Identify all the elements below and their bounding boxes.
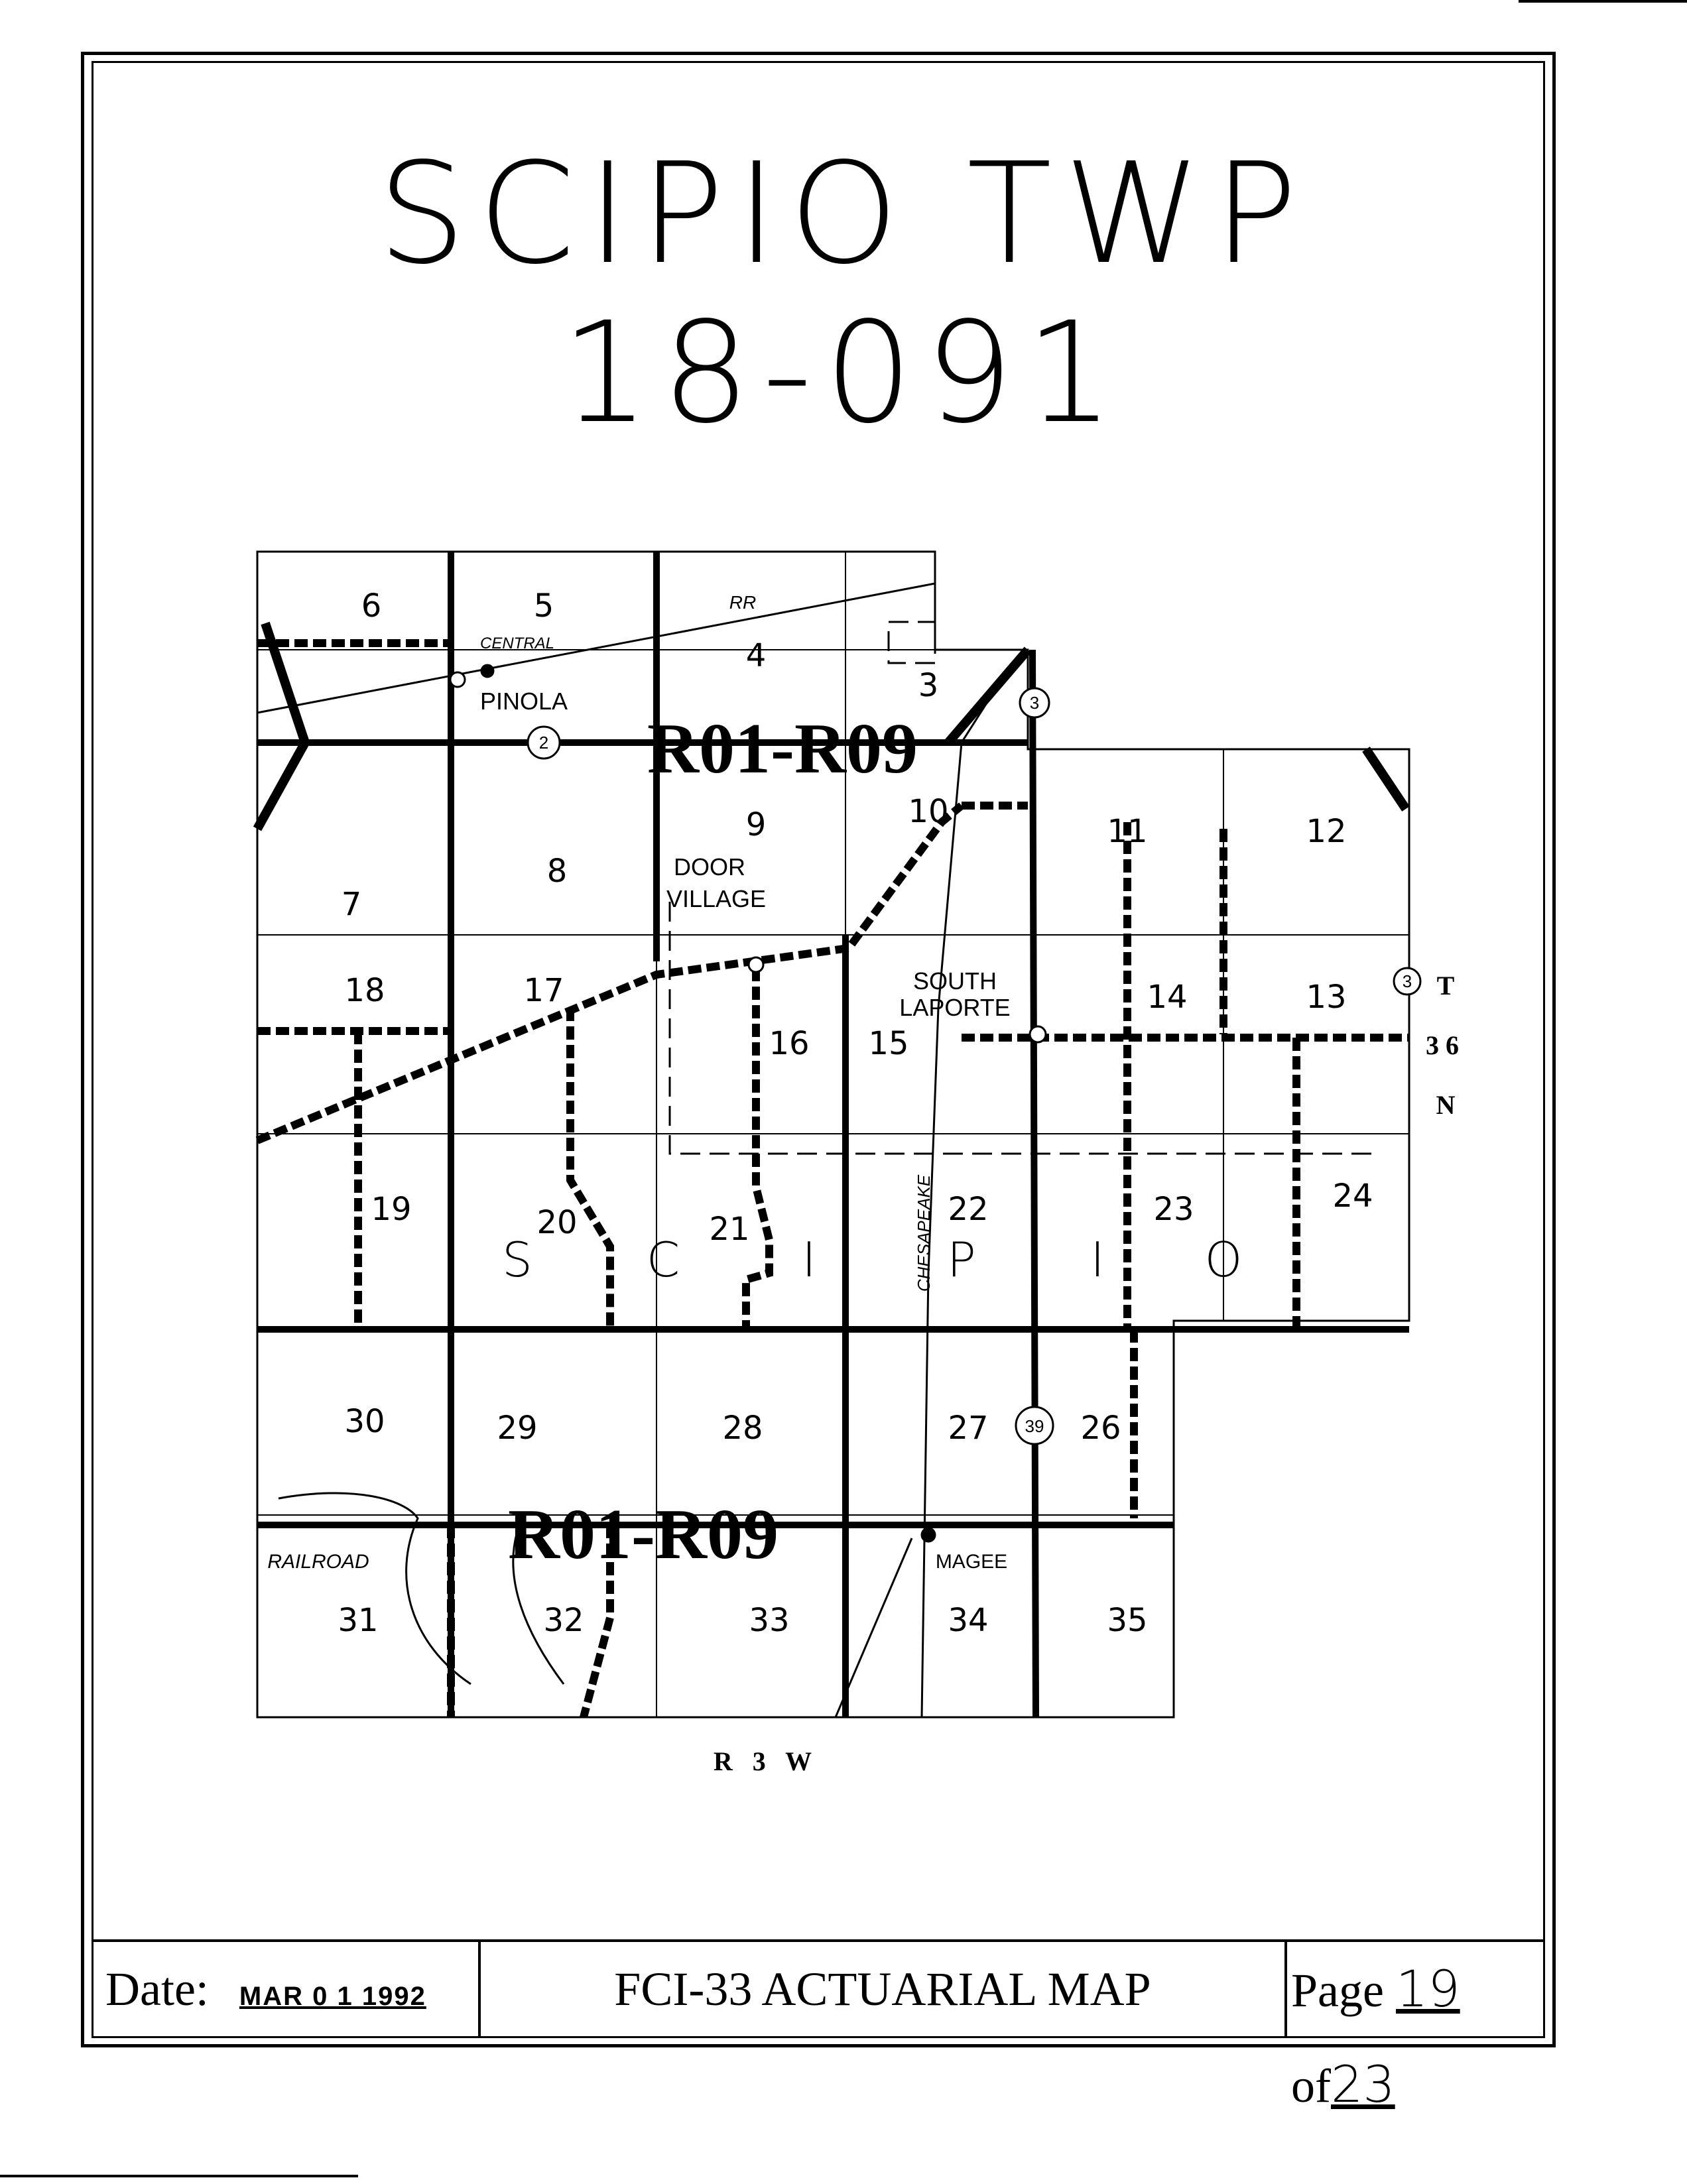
route-39-label: 39 xyxy=(1025,1416,1044,1436)
section-26: 26 xyxy=(1080,1410,1121,1447)
section-29: 29 xyxy=(497,1410,537,1447)
inner-border xyxy=(92,61,1545,2038)
township-letter-s: S xyxy=(502,1232,532,1288)
section-21: 21 xyxy=(709,1211,749,1248)
margin-n-east: N xyxy=(1436,1090,1456,1120)
section-34: 34 xyxy=(948,1602,988,1639)
section-33: 33 xyxy=(749,1602,789,1639)
section-5: 5 xyxy=(534,587,554,625)
date-cell: Date: MAR 0 1 1992 xyxy=(94,1942,478,2036)
section-3: 3 xyxy=(918,667,939,704)
section-24: 24 xyxy=(1332,1178,1373,1215)
range-label: R 3 W xyxy=(714,1746,812,1776)
map-title: FCI-33 ACTUARIAL MAP xyxy=(614,1963,1151,2016)
of-label: of xyxy=(1291,2059,1331,2112)
township-title: SCIPIO TWP xyxy=(377,133,1310,295)
place-village: VILLAGE xyxy=(666,885,766,912)
township-letter-i: I xyxy=(802,1232,816,1288)
place-chesapeake: CHESAPEAKE xyxy=(914,1174,934,1292)
section-17: 17 xyxy=(523,972,564,1009)
place-door: DOOR xyxy=(674,853,745,880)
page-label: Page xyxy=(1291,1964,1384,2017)
map-title-cell: FCI-33 ACTUARIAL MAP xyxy=(478,1942,1287,2036)
route-3-east-label: 3 xyxy=(1403,971,1412,991)
place-central: CENTRAL xyxy=(480,635,554,652)
place-magee: MAGEE xyxy=(936,1551,1007,1573)
section-16: 16 xyxy=(769,1025,809,1062)
section-4: 4 xyxy=(746,637,767,674)
section-12: 12 xyxy=(1306,813,1346,850)
section-7: 7 xyxy=(342,886,362,923)
section-10: 10 xyxy=(908,793,948,830)
page-total: 23 xyxy=(1330,2055,1395,2114)
section-9: 9 xyxy=(746,806,767,843)
township-letter-i2: I xyxy=(1090,1232,1104,1288)
place-laporte: LAPORTE xyxy=(899,994,1010,1021)
margin-t-east: T xyxy=(1437,971,1455,1001)
section-32: 32 xyxy=(543,1602,584,1639)
section-22: 22 xyxy=(948,1191,988,1228)
township-letter-c: C xyxy=(647,1232,680,1288)
outer-border xyxy=(81,52,1556,2047)
place-pinola: PINOLA xyxy=(480,688,568,715)
section-14: 14 xyxy=(1147,979,1187,1016)
place-rr: RR xyxy=(729,592,756,613)
place-railroad: RAILROAD xyxy=(267,1551,369,1573)
section-6: 6 xyxy=(361,587,382,625)
section-23: 23 xyxy=(1153,1191,1194,1228)
date-stamp: MAR 0 1 1992 xyxy=(239,1982,426,2011)
section-35: 35 xyxy=(1107,1602,1147,1639)
section-20: 20 xyxy=(536,1204,577,1241)
scan-edge-line xyxy=(1519,0,1687,3)
overlay-label-north: R01-R09 xyxy=(647,709,918,788)
margin-36-east: 3 6 xyxy=(1426,1030,1459,1060)
route-3-label: 3 xyxy=(1030,693,1039,713)
section-11: 11 xyxy=(1107,813,1147,850)
section-19: 19 xyxy=(371,1191,411,1228)
section-15: 15 xyxy=(868,1025,908,1062)
township-letter-o: O xyxy=(1205,1232,1243,1288)
route-2-label: 2 xyxy=(539,733,548,753)
footer-bar: Date: MAR 0 1 1992 FCI-33 ACTUARIAL MAP … xyxy=(94,1939,1543,2114)
section-27: 27 xyxy=(948,1410,988,1447)
section-13: 13 xyxy=(1306,979,1346,1016)
section-28: 28 xyxy=(722,1410,763,1447)
place-south: SOUTH xyxy=(913,967,997,995)
section-18: 18 xyxy=(344,972,385,1009)
page-cell: Page 19 of23 xyxy=(1287,1942,1543,2114)
township-map: 2 3 39 3 6 5 4 3 9 10 11 12 7 8 18 17 16… xyxy=(253,550,1459,1776)
section-31: 31 xyxy=(338,1602,378,1639)
township-letter-p: P xyxy=(947,1232,975,1288)
overlay-label-south: R01-R09 xyxy=(508,1495,779,1574)
page-number: 19 xyxy=(1395,1959,1460,2018)
township-code: 18-091 xyxy=(561,292,1126,454)
date-label: Date: xyxy=(105,1963,209,2016)
section-8: 8 xyxy=(547,853,568,890)
scan-edge-line xyxy=(0,2175,358,2177)
section-30: 30 xyxy=(344,1403,385,1440)
